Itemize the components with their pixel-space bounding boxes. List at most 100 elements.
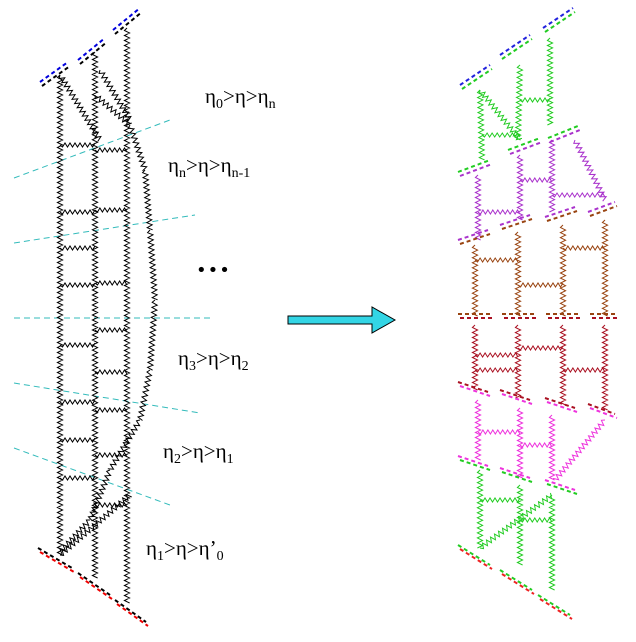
right-arrow-icon <box>287 306 397 334</box>
purple-rung <box>551 192 606 198</box>
top-end-marker <box>542 7 574 29</box>
band-marker <box>499 467 531 479</box>
band-marker <box>457 455 489 467</box>
bottom-end-marker <box>501 573 535 595</box>
bottom-end-marker <box>537 594 571 616</box>
green-line <box>548 494 556 591</box>
time-cut-4 <box>13 447 171 506</box>
magenta-line <box>516 407 524 479</box>
bottom-end-marker <box>457 544 491 566</box>
interval-label-1: ηn>η>ηn-1 <box>168 153 250 181</box>
dark-red-rung <box>517 345 564 351</box>
band-marker <box>546 210 578 222</box>
time-cut-0 <box>13 119 171 179</box>
right-diagram <box>457 7 620 620</box>
top-end-marker <box>501 38 533 60</box>
bottom-end-marker <box>79 576 113 600</box>
band-marker <box>459 163 493 177</box>
rung-line <box>59 437 96 443</box>
interval-label-4: η1>η>η’0 <box>146 536 224 564</box>
rung-line <box>94 369 128 375</box>
top-end-marker <box>461 68 493 90</box>
band-marker <box>547 125 579 139</box>
green-line <box>476 89 486 161</box>
rung-line <box>59 142 96 148</box>
band-marker <box>499 389 531 401</box>
top-end-marker <box>39 61 69 83</box>
green-rung <box>479 497 521 503</box>
rung-line <box>94 452 128 458</box>
green-rung <box>481 132 521 138</box>
band-marker <box>544 397 576 409</box>
magenta-line <box>548 414 556 481</box>
band-marker <box>457 229 489 241</box>
purple-line <box>516 154 524 221</box>
band-marker <box>501 218 533 230</box>
rung-line <box>59 209 96 215</box>
vertical-line <box>91 51 99 579</box>
interval-labels: η0>η>ηn ηn>η>ηn-1 ••• η3>η>η2 η2>η>η1 η1… <box>146 84 276 564</box>
rung-line <box>59 342 96 348</box>
rung-line <box>59 282 96 288</box>
brown-line <box>559 224 567 317</box>
top-end-marker <box>112 7 141 31</box>
outer-line <box>146 229 159 301</box>
outer-line <box>58 519 90 554</box>
top-end-marker <box>459 64 491 86</box>
band-marker <box>507 137 541 151</box>
dark-red-line <box>559 324 567 406</box>
bottom-end-marker <box>39 551 75 573</box>
band-marker <box>587 201 616 213</box>
brown-rung <box>474 257 519 263</box>
band-marker <box>549 129 581 143</box>
bottom-end-marker <box>459 548 493 570</box>
vertical-line <box>123 27 131 604</box>
dark-red-rung <box>474 367 519 373</box>
ellipsis: ••• <box>196 260 231 281</box>
green-line <box>516 484 524 566</box>
rung-line <box>94 207 128 213</box>
rung-line <box>59 475 96 481</box>
green-line <box>476 469 484 549</box>
magenta-line <box>474 399 482 461</box>
brown-line <box>471 244 479 317</box>
bottom-end-marker <box>116 603 149 627</box>
rung-line <box>94 280 128 286</box>
purple-line <box>573 139 608 202</box>
brown-line <box>601 219 609 317</box>
outer-line <box>141 169 154 231</box>
outer-line <box>146 299 159 371</box>
band-marker <box>546 401 578 413</box>
magenta-rung <box>519 442 553 448</box>
bottom-end-marker <box>539 598 573 620</box>
outer-line <box>107 419 141 470</box>
diagonal-line <box>59 493 132 556</box>
band-marker <box>457 159 491 173</box>
dark-red-rung <box>474 352 519 358</box>
interval-label-2: η3>η>η2 <box>178 346 249 374</box>
rung-line <box>59 245 96 251</box>
purple-line <box>474 174 482 241</box>
green-rung <box>519 517 553 523</box>
rung-line <box>94 147 128 153</box>
vertical-line <box>56 74 64 556</box>
top-end-marker <box>114 11 143 35</box>
diagonal-line <box>58 74 102 142</box>
band-marker <box>459 233 491 245</box>
rung-line <box>94 502 128 508</box>
top-end-marker <box>499 34 531 56</box>
outer-line <box>94 94 132 127</box>
magenta-line <box>552 419 606 481</box>
diagonal-line <box>98 69 132 122</box>
band-marker <box>546 483 578 495</box>
rung-line <box>94 327 128 333</box>
band-marker <box>589 205 618 217</box>
dark-red-line <box>601 324 609 411</box>
band-marker <box>501 471 533 483</box>
green-line <box>546 37 554 126</box>
brown-rung <box>517 282 564 288</box>
bottom-end-marker <box>499 569 533 591</box>
green-line <box>479 492 553 550</box>
left-end-markers <box>37 7 149 627</box>
